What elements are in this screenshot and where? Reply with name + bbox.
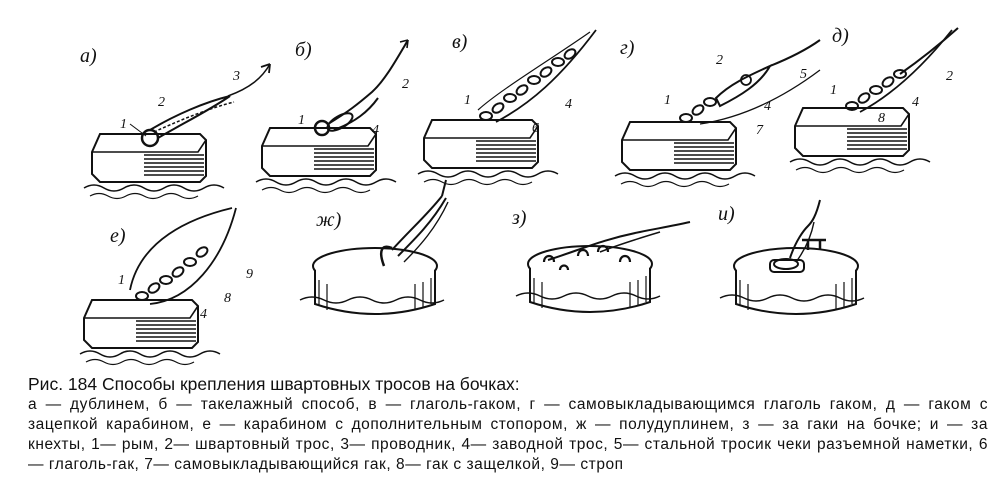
panel-zh: ж) [299, 179, 449, 315]
callout-e-4: 4 [200, 307, 207, 322]
callout-e-8: 8 [224, 291, 231, 306]
panel-label-v: в) [452, 31, 468, 53]
callout-a-1: 1 [120, 117, 127, 132]
callout-v-6: 6 [532, 121, 539, 136]
panel-label-z: з) [511, 207, 527, 229]
panel-i: и) [718, 199, 865, 315]
panel-label-i: и) [718, 203, 735, 225]
figure-drawing: а) 1 2 3 б) 1 2 4 в) [79, 25, 959, 366]
callout-g-5: 5 [800, 67, 807, 82]
panel-e: е) 1 9 8 4 [79, 207, 253, 366]
panel-z: з) [511, 207, 691, 313]
caption-title: Рис. 184 Способы крепления швартовных тр… [28, 374, 520, 394]
callout-e-9: 9 [246, 267, 253, 282]
callout-g-2: 2 [716, 53, 723, 68]
caption-body: а — дублинем, б — такелажный способ, в —… [28, 396, 988, 473]
callout-e-1: 1 [118, 273, 125, 288]
panel-d: д) 1 2 4 8 [789, 25, 959, 174]
callout-a-2: 2 [158, 95, 165, 110]
figure-caption: Рис. 184 Способы крепления швартовных тр… [28, 374, 988, 475]
callout-v-4: 4 [565, 97, 572, 112]
callout-d-4: 4 [912, 95, 919, 110]
callout-g-1: 1 [664, 93, 671, 108]
panel-label-d: д) [832, 25, 849, 47]
panel-label-b: б) [295, 39, 312, 61]
callout-b-2: 2 [402, 77, 409, 92]
figure-184: а) 1 2 3 б) 1 2 4 в) [79, 25, 959, 366]
callout-g-7: 7 [756, 123, 764, 138]
panel-a: а) 1 2 3 [80, 45, 271, 200]
panel-label-g: г) [620, 37, 635, 59]
panel-v: в) 1 4 6 [417, 29, 597, 186]
callout-a-3: 3 [232, 69, 240, 84]
panel-label-e: е) [110, 225, 126, 247]
callout-b-4: 4 [372, 123, 379, 138]
panel-label-zh: ж) [316, 209, 342, 231]
callout-v-1: 1 [464, 93, 471, 108]
callout-g-4: 4 [764, 99, 771, 114]
panel-label-a: а) [80, 45, 97, 67]
callout-d-1: 1 [830, 83, 837, 98]
panel-g: г) 1 2 5 4 7 [614, 37, 821, 188]
panel-b: б) 1 2 4 [255, 39, 409, 194]
callout-b-1: 1 [298, 113, 305, 128]
callout-d-8: 8 [878, 111, 885, 126]
callout-d-2: 2 [946, 69, 953, 84]
